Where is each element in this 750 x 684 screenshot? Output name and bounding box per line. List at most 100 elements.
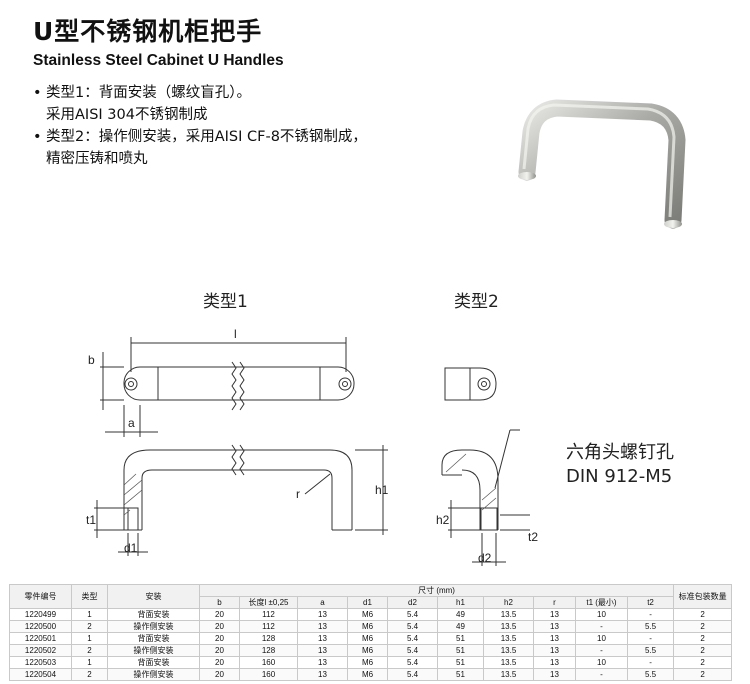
table-cell: M6 <box>347 644 388 657</box>
table-cell: 13 <box>297 608 348 621</box>
th-mount: 安装 <box>107 584 200 609</box>
th-b: b <box>199 596 240 609</box>
table-cell: - <box>575 620 628 633</box>
product-photo <box>518 99 686 229</box>
table-cell: 13 <box>533 608 576 621</box>
th-pack: 标准包装数量 <box>673 584 733 609</box>
table-cell: 13 <box>297 620 348 633</box>
screw-note-line: DIN 912-M5 <box>566 466 673 487</box>
dim-a: a <box>128 416 135 430</box>
table-cell: 13.5 <box>483 620 534 633</box>
technical-drawing: l b a r h1 t1 d1 h2 t2 d2 <box>86 327 538 566</box>
th-d2: d2 <box>387 596 438 609</box>
table-cell: 5.5 <box>626 668 675 681</box>
table-cell: 13 <box>533 632 576 645</box>
table-cell: - <box>626 656 675 669</box>
table-cell: 5.4 <box>387 644 438 657</box>
th-a: a <box>297 596 348 609</box>
table-cell: 1220501 <box>9 632 72 645</box>
table-cell: 1220502 <box>9 644 72 657</box>
table-cell: 13.5 <box>483 608 534 621</box>
table-cell: M6 <box>347 656 388 669</box>
table-cell: 160 <box>239 668 298 681</box>
table-cell: 51 <box>437 644 484 657</box>
table-cell: M6 <box>347 620 388 633</box>
table-cell: 13 <box>533 644 576 657</box>
table-cell: 49 <box>437 620 484 633</box>
table-cell: 13 <box>297 644 348 657</box>
table-cell: 5.4 <box>387 632 438 645</box>
table-cell: 13.5 <box>483 668 534 681</box>
table-cell: 112 <box>239 620 298 633</box>
table-cell: 10 <box>575 608 628 621</box>
th-r: r <box>533 596 576 609</box>
table-cell: 背面安装 <box>107 608 200 621</box>
table-cell: 51 <box>437 668 484 681</box>
table-cell: M6 <box>347 608 388 621</box>
th-l: 长度l ±0,25 <box>239 596 298 609</box>
table-cell: 5.4 <box>387 668 438 681</box>
page-title: U型不锈钢机柜把手 <box>33 17 263 46</box>
table-cell: 1 <box>71 608 108 621</box>
table-cell: 20 <box>199 632 240 645</box>
th-t2: t2 <box>626 596 675 609</box>
table-cell: - <box>626 608 675 621</box>
table-cell: 20 <box>199 656 240 669</box>
table-cell: 13.5 <box>483 632 534 645</box>
th-dims: 尺寸 (mm) <box>198 584 675 597</box>
type2-label: 类型2 <box>454 292 499 312</box>
table-cell: 10 <box>575 656 628 669</box>
table-cell: 1 <box>71 656 108 669</box>
table-cell: 13 <box>297 632 348 645</box>
table-cell: 20 <box>199 620 240 633</box>
table-cell: 20 <box>199 608 240 621</box>
table-cell: - <box>626 632 675 645</box>
feature-item-cont: 精密压铸和喷丸 <box>46 151 148 167</box>
table-cell: 2 <box>673 668 733 681</box>
th-d1: d1 <box>347 596 388 609</box>
table-cell: 1220503 <box>9 656 72 669</box>
table-cell: 操作侧安装 <box>107 620 200 633</box>
table-cell: 5.4 <box>387 608 438 621</box>
table-cell: 112 <box>239 608 298 621</box>
spec-table: 零件编号 类型 安装 尺寸 (mm) 标准包装数量 b 长度l ±0,25 a … <box>9 584 733 681</box>
table-cell: 背面安装 <box>107 656 200 669</box>
feature-item-cont: 采用AISI 304不锈钢制成 <box>46 107 208 123</box>
table-cell: 操作侧安装 <box>107 668 200 681</box>
table-cell: 5.4 <box>387 656 438 669</box>
table-cell: 13 <box>533 668 576 681</box>
screw-note-line: 六角头螺钉孔 <box>566 442 674 463</box>
table-cell: 2 <box>673 656 733 669</box>
table-cell: 背面安装 <box>107 632 200 645</box>
table-cell: 160 <box>239 656 298 669</box>
table-cell: M6 <box>347 668 388 681</box>
table-cell: 13.5 <box>483 644 534 657</box>
dim-t2: t2 <box>528 530 538 544</box>
table-cell: 51 <box>437 632 484 645</box>
th-part-no: 零件编号 <box>9 584 72 609</box>
dim-d1: d1 <box>124 541 138 555</box>
table-cell: 13 <box>297 668 348 681</box>
feature-item: 类型2：操作侧安装，采用AISI CF-8不锈钢制成， <box>33 126 503 148</box>
th-type: 类型 <box>71 584 108 609</box>
table-cell: 2 <box>673 644 733 657</box>
table-cell: - <box>575 644 628 657</box>
table-cell: 操作侧安装 <box>107 644 200 657</box>
dim-t1: t1 <box>86 513 96 527</box>
table-cell: 5.5 <box>626 620 675 633</box>
table-cell: 2 <box>71 644 108 657</box>
table-cell: 1220499 <box>9 608 72 621</box>
type1-label: 类型1 <box>203 292 248 312</box>
table-cell: 51 <box>437 656 484 669</box>
feature-item: 类型1：背面安装（螺纹盲孔）。 <box>33 82 503 104</box>
table-cell: M6 <box>347 632 388 645</box>
table-cell: 1 <box>71 632 108 645</box>
table-cell: 13.5 <box>483 656 534 669</box>
table-cell: 10 <box>575 632 628 645</box>
table-cell: 128 <box>239 632 298 645</box>
